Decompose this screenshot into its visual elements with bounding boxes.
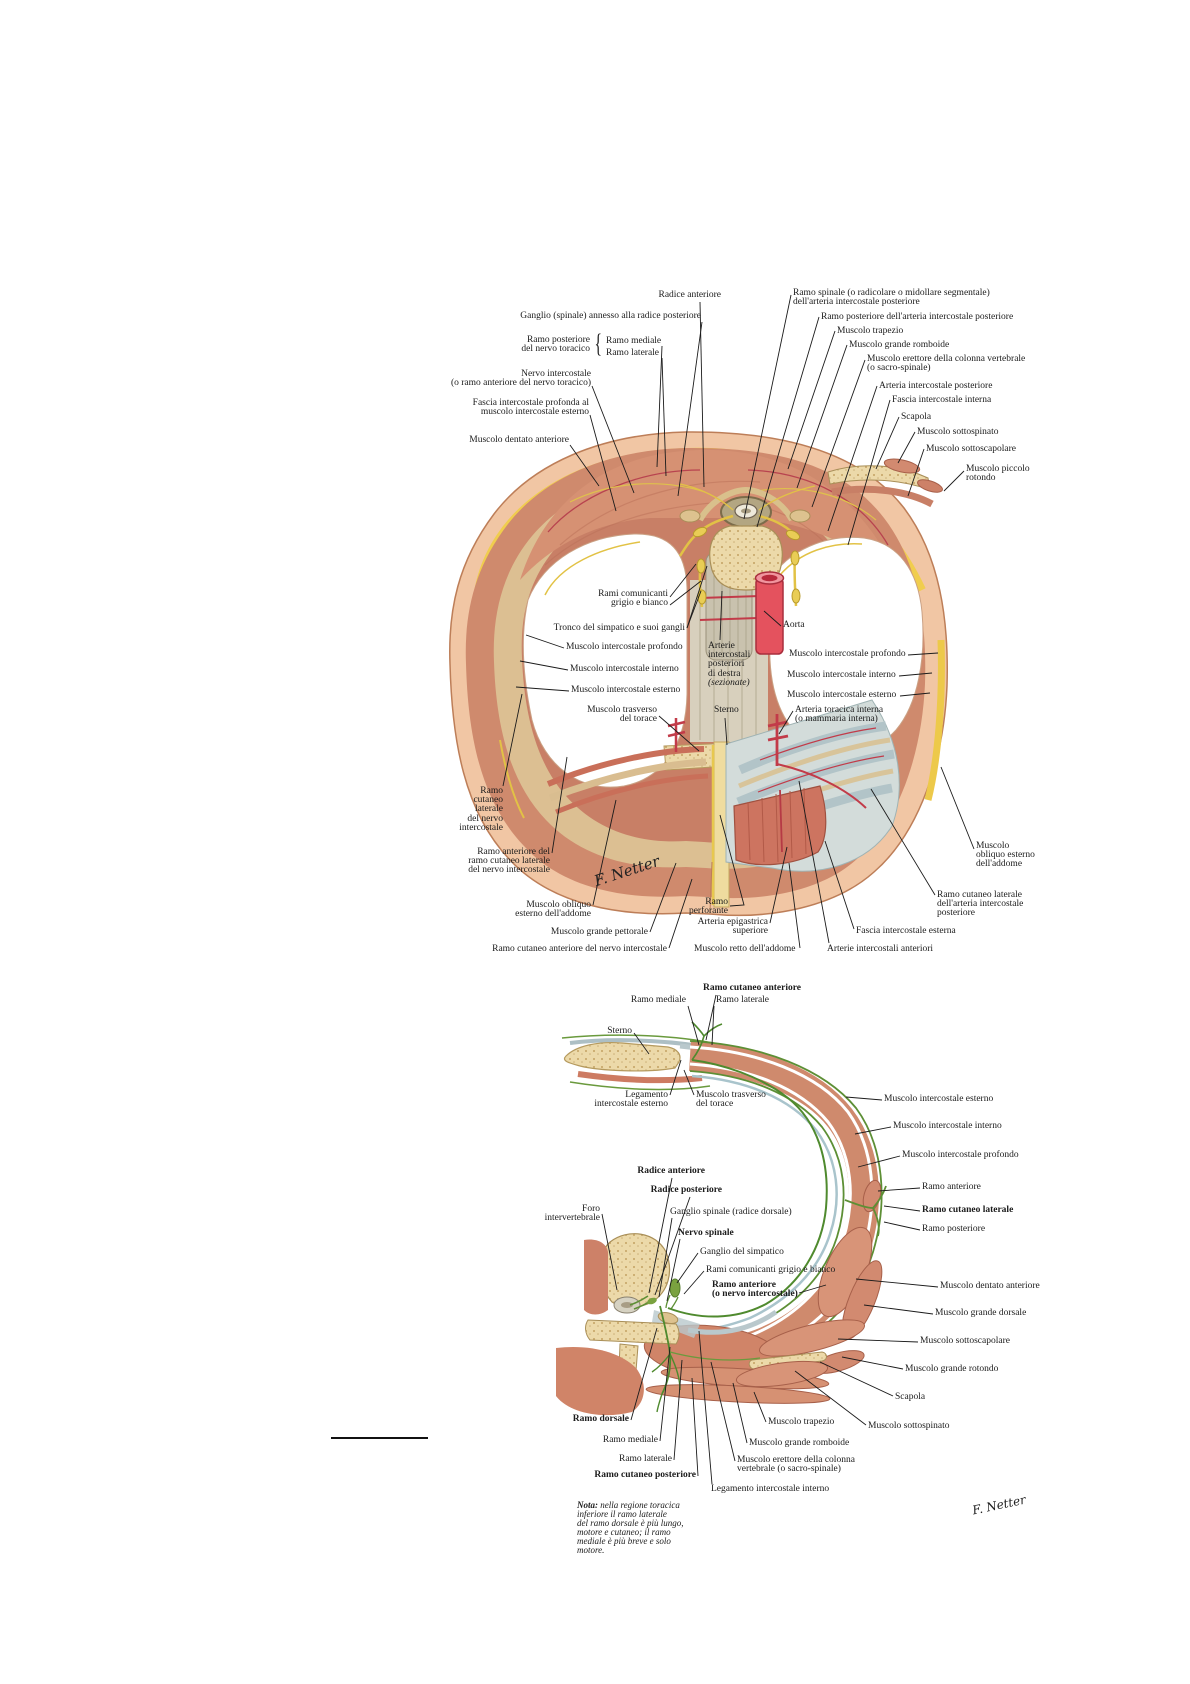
muscolo-trapezio-top: Muscolo trapezio [837, 326, 904, 336]
rami-comunicanti-b: Rami comunicanti grigio e bianco [706, 1265, 836, 1275]
ramo-posteriore-b: Ramo posteriore [922, 1224, 986, 1234]
leader-lines [502, 294, 975, 1485]
muscolo-sottoscapolare-b: Muscolo sottoscapolare [920, 1336, 1010, 1346]
muscolo-intercostale-esterno-b: Muscolo intercostale esterno [884, 1094, 994, 1104]
radice-posteriore-b: Radice posteriore [650, 1185, 722, 1195]
scapola-b: Scapola [895, 1392, 926, 1402]
muscolo-dentato-anteriore-b: Muscolo dentato anteriore [940, 1281, 1040, 1291]
ramo-cutaneo-posteriore-b: Ramo cutaneo posteriore [594, 1470, 696, 1480]
muscolo-grande-romboide-b: Muscolo grande romboide [749, 1438, 850, 1448]
ramo-cutaneo-anteriore-b: Ramo cutaneo anteriore [703, 983, 801, 993]
muscolo-grande-dorsale-b: Muscolo grande dorsale [935, 1308, 1027, 1318]
ganglio-spinale-b: Ganglio spinale (radice dorsale) [670, 1207, 792, 1217]
muscolo-intercostale-profondo-dx: Muscolo intercostale profondo [789, 649, 906, 659]
legamento-intercostale-interno-b: Legamento intercostale interno [711, 1484, 830, 1494]
ganglio-simpatico-b: Ganglio del simpatico [700, 1247, 784, 1257]
ramo-cutaneo-laterale-b: Ramo cutaneo laterale [922, 1205, 1014, 1215]
arteria-intercostale-posteriore: Arteria intercostale posteriore [879, 381, 993, 391]
muscolo-intercostale-interno-sx: Muscolo intercostale interno [570, 664, 679, 674]
muscolo-intercostale-esterno-sx: Muscolo intercostale esterno [571, 685, 681, 695]
ramo-laterale-b-top: Ramo laterale [716, 995, 770, 1005]
fascia-intercostale-interna: Fascia intercostale interna [892, 395, 992, 405]
thorax-axial-section-art [449, 431, 949, 917]
muscolo-intercostale-esterno-dx: Muscolo intercostale esterno [787, 690, 897, 700]
arteria-toracica-interna: Arteria toracica interna(o mammaria inte… [795, 705, 884, 725]
radice-anteriore: Radice anteriore [658, 290, 721, 300]
ramo-mediale-b-top: Ramo mediale [630, 995, 686, 1005]
ganglio-spinale-annesso: Ganglio (spinale) annesso alla radice po… [520, 311, 701, 321]
arterie-intercostali-anteriori: Arterie intercostali anteriori [827, 944, 934, 954]
ramo-posteriore-arteria: Ramo posteriore dell'arteria intercostal… [821, 312, 1014, 322]
muscolo-intercostale-profondo-b: Muscolo intercostale profondo [902, 1150, 1019, 1160]
ramo-laterale: Ramo laterale [606, 348, 660, 358]
scapola-top: Scapola [901, 412, 932, 422]
ramo-spinale-arteria: Ramo spinale (o radicolare o midollare s… [793, 288, 990, 308]
muscolo-grande-romboide-top: Muscolo grande romboide [849, 340, 950, 350]
nervo-intercostale: Nervo intercostale(o ramo anteriore del … [450, 369, 591, 389]
muscolo-dentato-anteriore: Muscolo dentato anteriore [469, 435, 569, 445]
sterno-label: Sterno [714, 705, 739, 715]
intercostal-nerve-section-art [556, 1021, 887, 1416]
muscolo-grande-rotondo-b: Muscolo grande rotondo [905, 1364, 999, 1374]
ramo-anteriore-b: Ramo anteriore [922, 1182, 981, 1192]
muscolo-intercostale-interno-b: Muscolo intercostale interno [893, 1121, 1002, 1131]
muscolo-retto-addome: Muscolo retto dell'addome [694, 944, 796, 954]
tronco-simpatico: Tronco del simpatico e suoi gangli [553, 623, 685, 633]
divider-line [331, 1437, 428, 1439]
brace: { [594, 329, 602, 358]
ramo-cutaneo-anteriore-nervo: Ramo cutaneo anteriore del nervo interco… [492, 944, 667, 954]
muscolo-intercostale-profondo-sx: Muscolo intercostale profondo [566, 642, 683, 652]
muscolo-intercostale-interno-dx: Muscolo intercostale interno [787, 670, 896, 680]
ramo-mediale-b-bot: Ramo mediale [602, 1435, 658, 1445]
sterno-b: Sterno [607, 1026, 632, 1036]
muscolo-sottoscapolare-top: Muscolo sottoscapolare [926, 444, 1016, 454]
ramo-laterale-b-bot: Ramo laterale [618, 1454, 672, 1464]
fascia-intercostale-esterna: Fascia intercostale esterna [856, 926, 956, 936]
ramo-anteriore-nervo-intercostale-b: Ramo anteriore(o nervo intercostale) [712, 1280, 798, 1300]
muscolo-trapezio-b: Muscolo trapezio [768, 1417, 835, 1427]
muscolo-sottospinato-top: Muscolo sottospinato [917, 427, 999, 437]
nervo-spinale-b: Nervo spinale [678, 1228, 734, 1238]
aorta: Aorta [783, 620, 805, 630]
muscolo-erettore-top: Muscolo erettore della colonna vertebral… [867, 354, 1026, 374]
muscolo-sottospinato-b: Muscolo sottospinato [868, 1421, 950, 1431]
radice-anteriore-b: Radice anteriore [637, 1166, 705, 1176]
ramo-mediale: Ramo mediale [606, 336, 662, 346]
muscolo-grande-pettorale: Muscolo grande pettorale [550, 927, 648, 937]
ramo-dorsale-b: Ramo dorsale [572, 1414, 629, 1424]
